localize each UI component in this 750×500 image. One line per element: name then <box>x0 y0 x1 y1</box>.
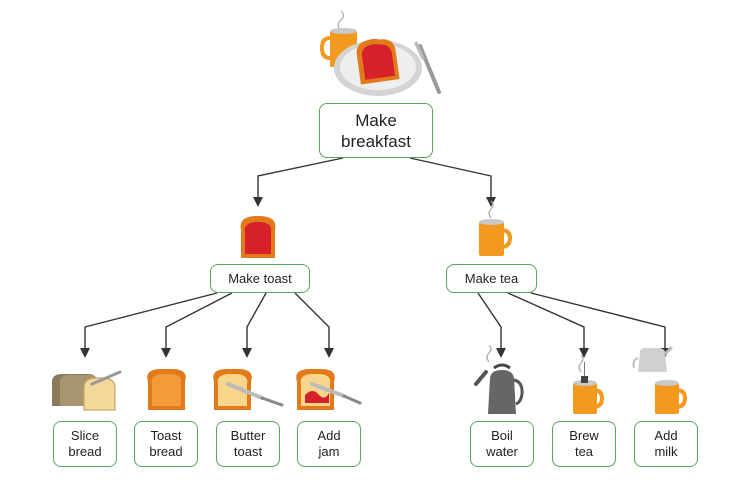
step-node-brew-tea: Brew tea <box>552 421 616 467</box>
step-node-add-jam: Add jam <box>297 421 361 467</box>
arrow-toast-to-toast-bread <box>161 292 233 358</box>
arrow-tea-to-brew-tea <box>507 292 589 358</box>
arrow-toast-to-slice-bread <box>80 292 218 358</box>
step-node-add-milk: Add milk <box>634 421 698 467</box>
step-node-toast-bread: Toast bread <box>134 421 198 467</box>
arrow-toast-to-butter-toast <box>242 292 267 358</box>
branch-node-make-tea: Make tea <box>446 264 537 293</box>
arrow-root-to-make-tea <box>409 157 496 207</box>
root-node-make-breakfast: Make breakfast <box>319 103 433 158</box>
step-node-butter-toast: Butter toast <box>216 421 280 467</box>
arrow-root-to-make-toast <box>253 157 344 207</box>
arrow-toast-to-add-jam <box>294 292 334 358</box>
step-node-slice-bread: Slice bread <box>53 421 117 467</box>
branch-node-make-toast: Make toast <box>210 264 310 293</box>
step-node-boil-water: Boil water <box>470 421 534 467</box>
arrow-tea-to-add-milk <box>530 292 670 358</box>
arrow-tea-to-boil-water <box>477 292 506 358</box>
